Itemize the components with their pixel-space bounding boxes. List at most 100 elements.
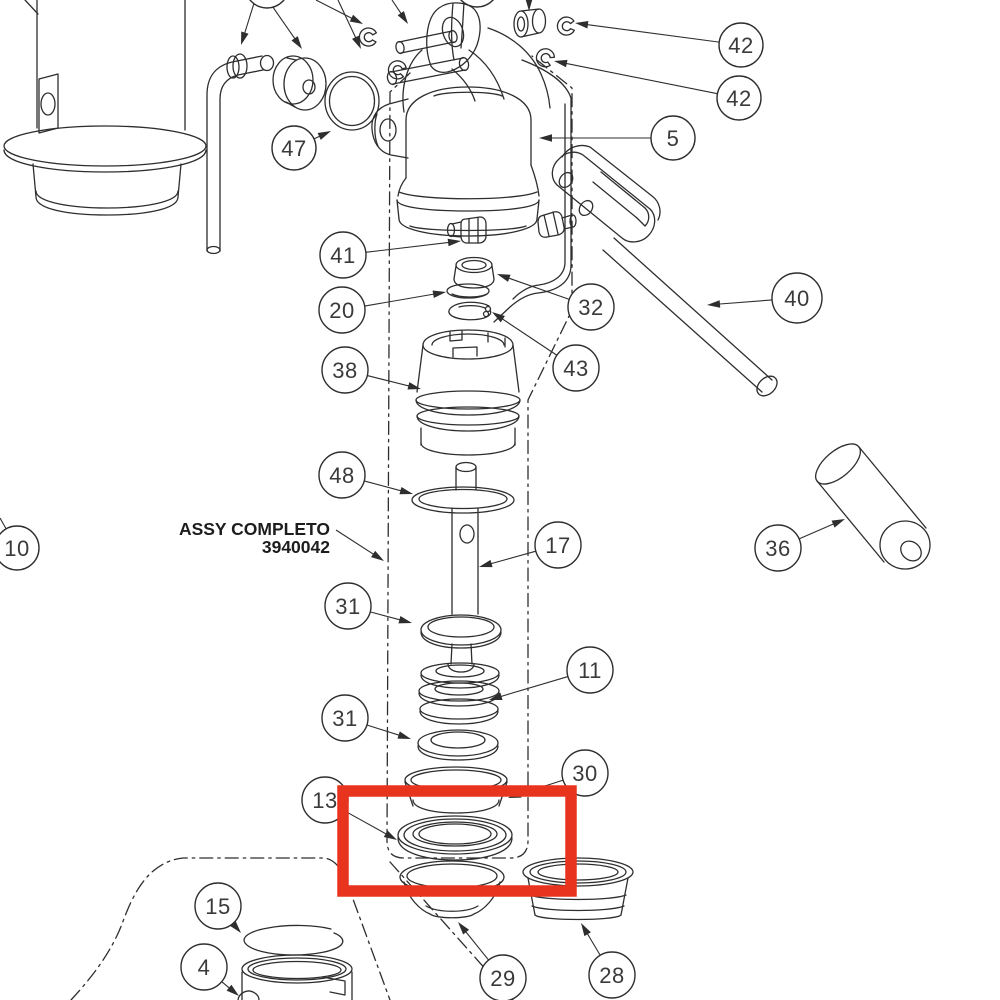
diagram-artwork <box>3 0 931 1000</box>
eclip-icon <box>387 60 407 80</box>
callout-number: 36 <box>765 536 790 561</box>
spring-stack-11-drawing <box>418 662 500 725</box>
callout-number: 30 <box>572 761 597 786</box>
filter-basket-28-drawing <box>522 857 634 921</box>
callout-number: 38 <box>332 358 357 383</box>
callout-number: 15 <box>205 894 230 919</box>
oring-47-drawing <box>324 71 380 131</box>
cam-knob-drawing <box>272 55 327 111</box>
arrowhead-icon <box>554 59 568 68</box>
callout-10: 10 <box>0 517 40 571</box>
callout-number: 5 <box>667 126 680 151</box>
callout-number: 10 <box>4 536 29 561</box>
callout-4: 4 <box>180 943 239 996</box>
arrowhead-icon <box>831 519 845 528</box>
arrowhead-icon <box>383 830 397 840</box>
callout-number: 40 <box>784 286 809 311</box>
arrowhead-icon <box>241 31 249 45</box>
callout-number: 17 <box>545 533 570 558</box>
callout-5: 5 <box>539 115 696 161</box>
callout-balloon <box>321 346 369 394</box>
callout-balloon-partial <box>459 0 495 8</box>
callout-36: 36 <box>754 519 845 572</box>
assembly-note-line2: 3940042 <box>262 537 330 557</box>
callout-balloon <box>534 521 582 569</box>
arrowhead-icon <box>399 486 413 495</box>
arrowhead-icon <box>398 615 412 624</box>
arrowhead-icon <box>479 559 493 568</box>
callout-balloon <box>771 272 823 324</box>
callout-balloon <box>566 646 614 694</box>
callout-number: 48 <box>329 463 354 488</box>
boiler-drawing <box>3 0 207 216</box>
piston-ring-15-drawing <box>243 924 344 956</box>
callout-number: 11 <box>578 658 602 683</box>
callout-42: 42 <box>575 20 764 68</box>
arrowhead-icon <box>581 923 591 937</box>
snap-ring-43-drawing <box>448 301 492 321</box>
arrowhead-icon <box>447 238 461 247</box>
arrowhead-icon <box>707 300 721 308</box>
assembly-boundary-main <box>386 55 573 859</box>
steam-pipe-drawing <box>206 53 275 255</box>
callout-13: 13 <box>301 776 397 840</box>
callout-balloon <box>650 115 696 161</box>
callout-11: 11 <box>489 646 614 700</box>
callout-balloon <box>754 524 802 572</box>
arrowhead-icon <box>397 731 411 739</box>
callout-47: 47 <box>271 125 331 171</box>
arrowhead-icon <box>575 20 589 29</box>
callout-balloon <box>180 943 228 991</box>
eclip-icon <box>535 48 556 68</box>
assembly-note-line1: ASSY COMPLETO <box>179 519 330 539</box>
bolt-right-drawing <box>537 211 577 238</box>
arrowhead-icon <box>371 550 384 561</box>
callout-48: 48 <box>318 451 413 499</box>
callout-31: 31 <box>324 582 412 630</box>
callout-balloon <box>552 344 600 392</box>
sleeve-38-drawing <box>415 329 521 456</box>
arrowhead-icon <box>226 984 239 996</box>
bushing-drawing <box>513 8 547 38</box>
callout-15: 15 <box>194 882 242 933</box>
arrowhead-icon <box>397 11 408 24</box>
callout-balloon-partial <box>249 0 285 9</box>
leader-line <box>525 0 533 11</box>
callout-43: 43 <box>492 312 600 392</box>
callout-41: 41 <box>319 231 461 279</box>
arrowhead-icon <box>525 0 533 11</box>
arrowhead-icon <box>352 35 361 49</box>
callout-balloon <box>324 582 372 630</box>
leader-line <box>315 0 363 24</box>
callout-number: 28 <box>599 963 624 988</box>
callout-number: 42 <box>726 86 751 111</box>
callout-number: 41 <box>330 243 355 268</box>
eclip-icon <box>556 16 576 36</box>
gasket-13-drawing <box>397 815 513 861</box>
cap-32-drawing <box>453 256 495 289</box>
arrowhead-icon <box>317 131 331 140</box>
callout-balloon <box>479 954 527 1000</box>
callout-balloon <box>319 231 367 279</box>
arrowhead-icon <box>489 692 503 700</box>
callout-balloon <box>561 749 609 797</box>
bolt-41-drawing <box>446 216 487 244</box>
callout-balloon <box>318 451 366 499</box>
callout-balloon <box>567 283 615 331</box>
callout-number: 31 <box>335 594 360 619</box>
callout-number: 47 <box>281 136 306 161</box>
assembly-boundary-bottom-left <box>70 857 391 1000</box>
callout-balloon <box>318 286 366 334</box>
callout-number: 29 <box>490 966 515 991</box>
washer-31-lower-drawing <box>417 729 499 761</box>
callout-number: 43 <box>563 356 588 381</box>
callout-40: 40 <box>707 272 823 324</box>
callout-balloon <box>718 22 764 68</box>
callout-32: 32 <box>497 274 615 331</box>
callout-balloon <box>0 525 40 571</box>
arrowhead-icon <box>291 36 302 49</box>
lever-clevis-drawing <box>551 144 661 243</box>
callout-17: 17 <box>479 521 582 569</box>
